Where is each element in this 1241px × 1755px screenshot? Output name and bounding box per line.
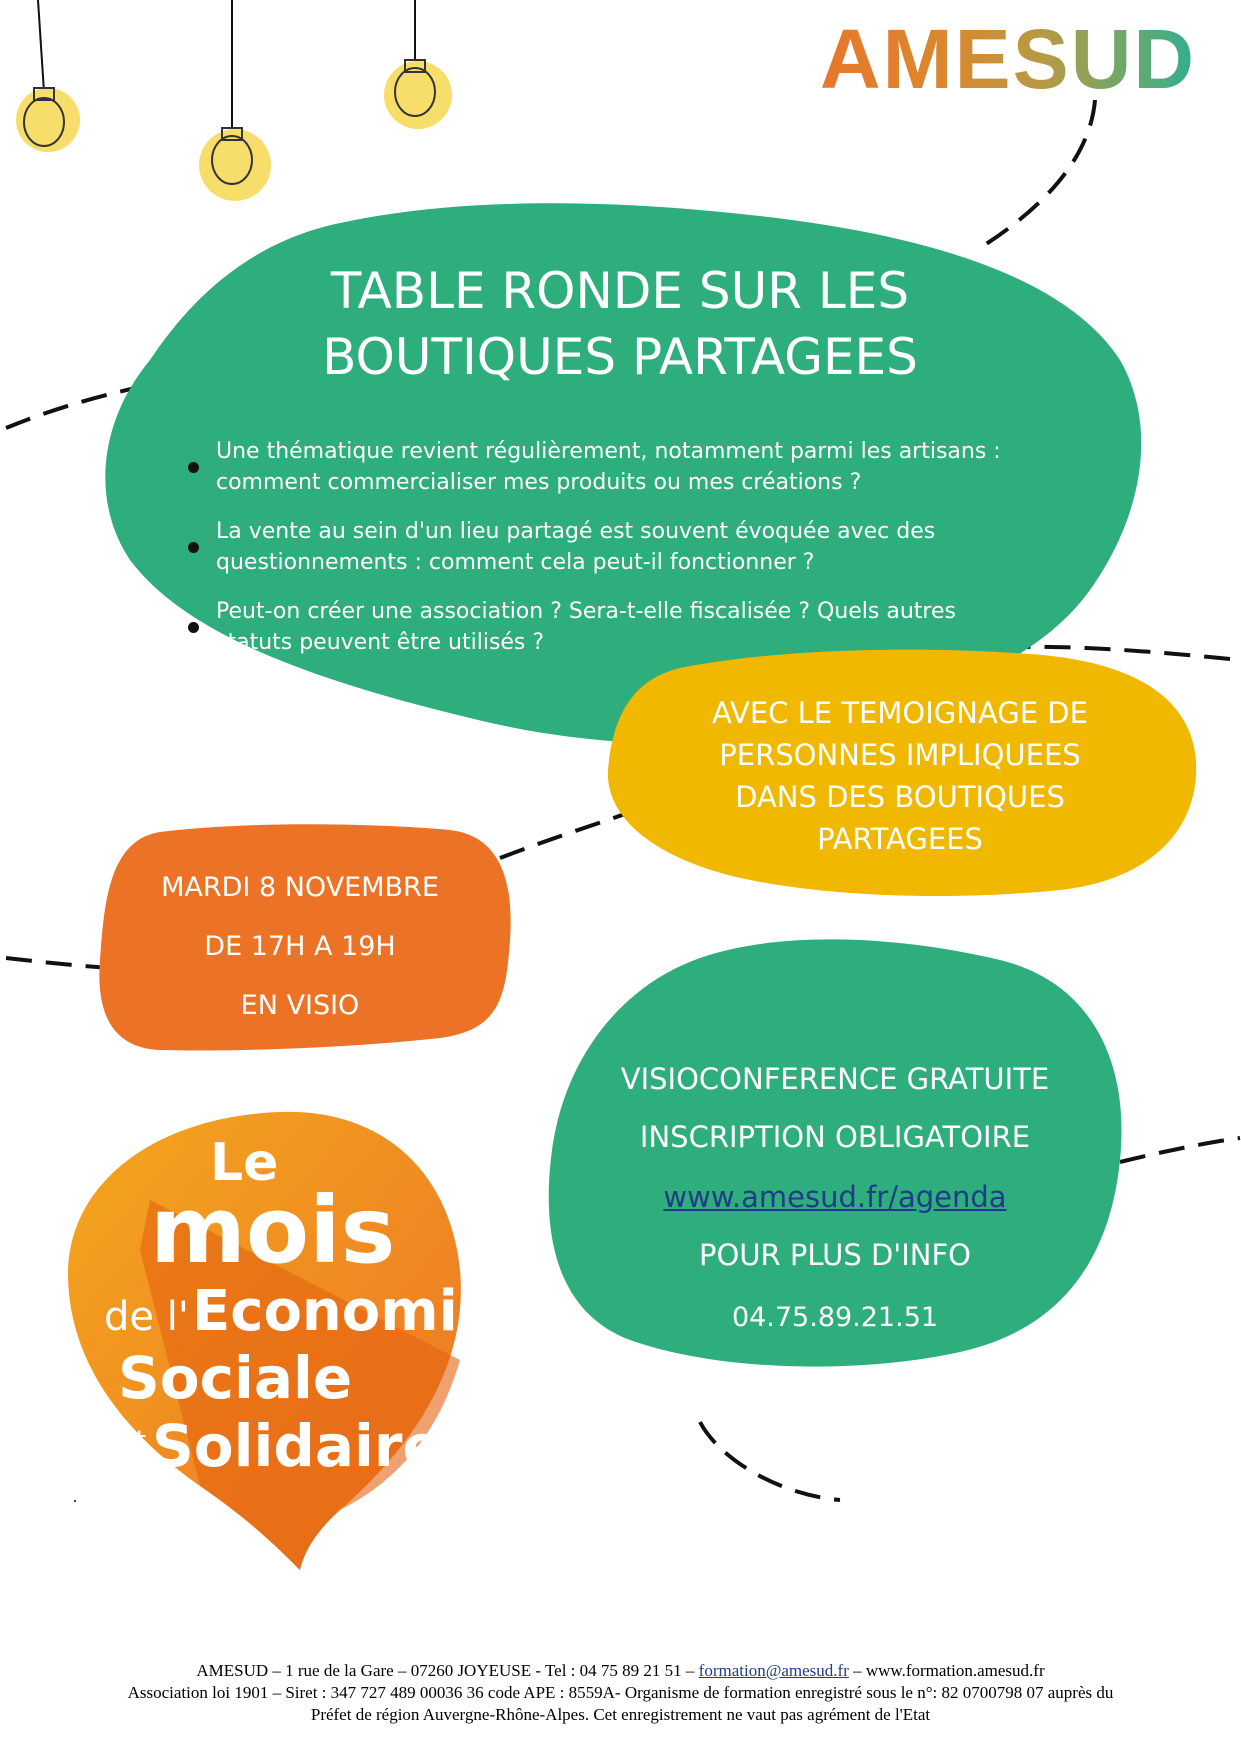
description-list: Une thématique revient régulièrement, no… bbox=[188, 436, 1008, 676]
mois-logo-solidaire: Solidaire bbox=[152, 1412, 442, 1480]
footer-line-1: AMESUD – 1 rue de la Gare – 07260 JOYEUS… bbox=[196, 1661, 1045, 1680]
email-link[interactable]: formation@amesud.fr bbox=[698, 1661, 849, 1680]
testimony-line: PARTAGEES bbox=[817, 822, 983, 856]
green-title-blob bbox=[105, 203, 1142, 744]
schedule-block: MARDI 8 NOVEMBRE DE 17H A 19H EN VISIO bbox=[110, 858, 490, 1035]
list-item: La vente au sein d'un lieu partagé est s… bbox=[188, 516, 1008, 578]
list-item: Une thématique revient régulièrement, no… bbox=[188, 436, 1008, 498]
green-contact-blob bbox=[548, 939, 1122, 1367]
agenda-link[interactable]: www.amesud.fr/agenda bbox=[663, 1180, 1007, 1214]
mois-logo-text: Le mois de l' Economie Sociale et Solida… bbox=[104, 1133, 496, 1480]
lightbulb-icon bbox=[16, 0, 80, 152]
mois-logo-le: Le bbox=[210, 1133, 278, 1193]
orange-date-blob bbox=[99, 824, 511, 1051]
phone-number: 04.75.89.21.51 bbox=[731, 1302, 939, 1333]
registration-free: VISIOCONFERENCE GRATUITE bbox=[620, 1062, 1050, 1096]
schedule-date: MARDI 8 NOVEMBRE bbox=[161, 872, 439, 903]
testimony-line: DANS DES BOUTIQUES bbox=[735, 780, 1065, 814]
registration-required: INSCRIPTION OBLIGATOIRE bbox=[639, 1120, 1031, 1154]
title-line: BOUTIQUES PARTAGEES bbox=[322, 328, 918, 386]
title-line: TABLE RONDE SUR LES bbox=[330, 262, 910, 320]
mois-logo-sociale: Sociale bbox=[118, 1344, 352, 1412]
lightbulb-icon bbox=[199, 0, 271, 201]
stray-dot bbox=[74, 1500, 76, 1502]
yellow-testimony-blob bbox=[607, 649, 1197, 896]
more-info-label: POUR PLUS D'INFO bbox=[698, 1238, 972, 1272]
mois-logo-de: de l' bbox=[104, 1294, 189, 1340]
testimony-line: PERSONNES IMPLIQUEES bbox=[719, 738, 1081, 772]
footer-line-2: Association loi 1901 – Siret : 347 727 4… bbox=[127, 1683, 1114, 1702]
testimony-line: AVEC LE TEMOIGNAGE DE bbox=[712, 696, 1088, 730]
schedule-time: DE 17H A 19H bbox=[204, 931, 396, 962]
agenda-link-wrap: www.amesud.fr/agenda bbox=[575, 1180, 1095, 1214]
schedule-mode: EN VISIO bbox=[240, 990, 360, 1021]
dashed-line bbox=[5, 99, 1241, 1502]
brand-logo: AMESUD bbox=[820, 12, 1196, 106]
lightbulb-icon bbox=[384, 0, 452, 129]
testimony-text: AVEC LE TEMOIGNAGE DE PERSONNES IMPLIQUE… bbox=[660, 692, 1140, 860]
mois-logo-mois: mois bbox=[150, 1177, 395, 1284]
event-title: TABLE RONDE SUR LES BOUTIQUES PARTAGEES bbox=[200, 258, 1040, 390]
footer-line-3: Préfet de région Auvergne-Rhône-Alpes. C… bbox=[310, 1705, 931, 1724]
list-item: Peut-on créer une association ? Sera-t-e… bbox=[188, 596, 1008, 658]
footer: AMESUD – 1 rue de la Gare – 07260 JOYEUS… bbox=[40, 1660, 1201, 1726]
mois-logo-et: et bbox=[118, 1424, 146, 1457]
mois-logo-economie: Economie bbox=[192, 1279, 496, 1344]
